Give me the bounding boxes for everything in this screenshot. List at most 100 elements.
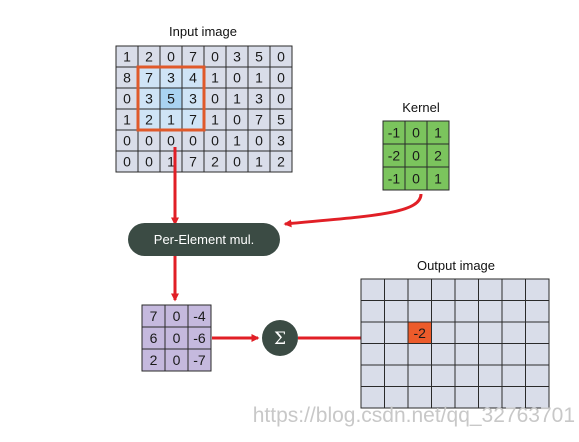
output-image-cell (478, 343, 503, 366)
kernel-cell-value: -1 (388, 125, 401, 141)
output-image-cell (454, 343, 479, 366)
input-image-cell-value: 0 (255, 133, 263, 149)
product-matrix-cell-value: -4 (193, 308, 206, 324)
kernel-cell-value: 1 (434, 171, 442, 187)
product-matrix-cell-value: 0 (173, 352, 181, 368)
input-image-cell-value: 1 (123, 49, 131, 65)
output-image-cell (360, 343, 385, 366)
output-image-cell (454, 300, 479, 323)
input-image-cell-value: 0 (167, 49, 175, 65)
input-image-title: Input image (169, 24, 237, 39)
output-image-cell (454, 364, 479, 387)
output-image-cell (407, 278, 432, 301)
input-image-cell-value: 1 (211, 70, 219, 86)
output-image-cell (360, 278, 385, 301)
input-image-cell-value: 0 (277, 70, 285, 86)
output-image-cell (478, 278, 503, 301)
output-image-cell (478, 300, 503, 323)
input-image-cell-value: 3 (233, 49, 241, 65)
output-image-cell (431, 321, 456, 344)
input-image-cell-value: 2 (145, 49, 153, 65)
input-image-cell-value: 5 (167, 91, 175, 107)
kernel-title: Kernel (402, 100, 440, 115)
input-image-cell-value: 7 (189, 49, 197, 65)
input-image-cell-value: 1 (167, 112, 175, 128)
input-image-cell-value: 7 (189, 112, 197, 128)
output-image-grid: -2 (360, 278, 550, 409)
input-image-cell-value: 1 (255, 70, 263, 86)
input-image-cell-value: 1 (233, 91, 241, 107)
per-element-mul-label: Per-Element mul. (154, 232, 254, 247)
input-image-cell-value: 7 (189, 154, 197, 170)
input-image-cell-value: 0 (277, 91, 285, 107)
output-image-cell (407, 300, 432, 323)
output-image-cell (454, 278, 479, 301)
output-image-cell (431, 300, 456, 323)
input-image-cell-value: 3 (167, 70, 175, 86)
output-image-title: Output image (417, 258, 495, 273)
product-matrix-cell-value: 2 (150, 352, 158, 368)
product-matrix-cell-value: 0 (173, 308, 181, 324)
product-matrix-cell (187, 348, 212, 372)
input-image-cell-value: 8 (123, 70, 131, 86)
input-image-cell-value: 0 (211, 133, 219, 149)
output-image-cell (431, 343, 456, 366)
output-image-cell (501, 343, 526, 366)
input-image-cell-value: 0 (233, 112, 241, 128)
output-image-cell (407, 343, 432, 366)
input-image-cell-value: 0 (211, 49, 219, 65)
input-image-cell-value: 0 (189, 133, 197, 149)
input-image-cell-value: 2 (277, 154, 285, 170)
input-image-cell-value: 1 (123, 112, 131, 128)
output-image-cell (384, 321, 409, 344)
input-image-cell-value: 4 (189, 70, 197, 86)
input-image-cell-value: 3 (145, 91, 153, 107)
input-image-cell-value: 7 (145, 70, 153, 86)
output-image-cell (525, 278, 550, 301)
output-image-cell (501, 321, 526, 344)
arrow-kernel-to-mul (283, 193, 423, 228)
kernel-window-outline (136, 65, 206, 132)
per-element-mul-box: Per-Element mul. (128, 223, 280, 256)
input-image-cell-value: 5 (255, 49, 263, 65)
output-image-cell (525, 343, 550, 366)
output-image-cell (501, 278, 526, 301)
product-matrix-cell-value: -6 (193, 330, 206, 346)
input-image-cell-value: 1 (255, 154, 263, 170)
product-matrix-cell-value: 0 (173, 330, 181, 346)
product-matrix-cell-value: 7 (150, 308, 158, 324)
input-image-cell-value: 0 (167, 133, 175, 149)
output-image-cell (525, 321, 550, 344)
input-image-cell (269, 150, 293, 173)
input-image-cell-value: 0 (145, 154, 153, 170)
output-image-cell (384, 300, 409, 323)
input-image-cell-value: 1 (167, 154, 175, 170)
kernel-cell-value: -2 (388, 148, 401, 164)
input-image-cell-value: 1 (211, 112, 219, 128)
kernel-cell-value: 1 (434, 125, 442, 141)
input-image-cell-value: 0 (123, 154, 131, 170)
output-image-cell (501, 364, 526, 387)
input-image-cell-value: 7 (255, 112, 263, 128)
output-image-cell (360, 321, 385, 344)
kernel-cell (426, 166, 450, 191)
input-image-cell-value: 0 (233, 70, 241, 86)
input-image-cell-value: 3 (189, 91, 197, 107)
output-image-cell (478, 321, 503, 344)
output-image-cell (478, 364, 503, 387)
input-image-cell-value: 1 (233, 133, 241, 149)
product-matrix-cell-value: -7 (193, 352, 206, 368)
input-image-cell-value: 0 (233, 154, 241, 170)
output-image-cell (525, 300, 550, 323)
kernel-cell-value: -1 (388, 171, 401, 187)
product-matrix-cell-value: 6 (150, 330, 158, 346)
output-image-cell (360, 364, 385, 387)
output-image-cell (501, 300, 526, 323)
sigma-icon: Σ (274, 329, 286, 349)
kernel-cell-value: 0 (412, 148, 420, 164)
input-image-cell-value: 3 (277, 133, 285, 149)
output-image-cell (525, 386, 550, 409)
input-image-cell-value: 5 (277, 112, 285, 128)
